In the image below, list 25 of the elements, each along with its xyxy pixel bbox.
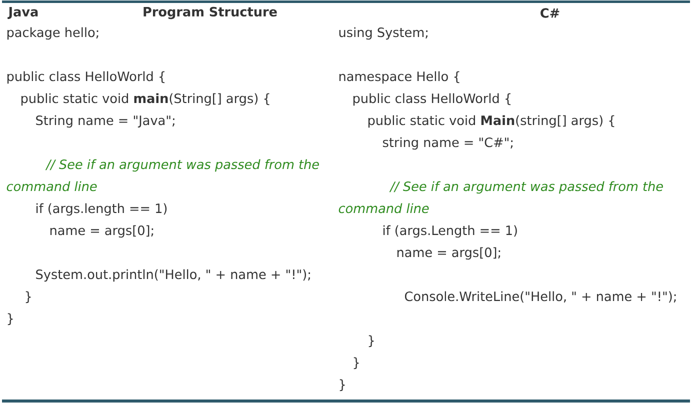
code-comment: // See if an argument was passed from the command line	[338, 181, 663, 214]
code-line: String name = "Java";	[36, 115, 174, 128]
code-line: }	[354, 357, 359, 370]
code-line: }	[368, 335, 374, 348]
code-line: }	[340, 379, 345, 392]
code-line: if (args.Length == 1)	[383, 225, 517, 238]
code-line: public static void Main(string[] args) {	[368, 115, 614, 128]
code-line: public static void main(String[] args) {	[21, 93, 270, 106]
header-cell: Program Structure	[144, 6, 277, 20]
header-cell: Java	[8, 7, 38, 19]
code-line: string name = "C#";	[382, 137, 512, 150]
code-comment: // See if an argument was passed from the command line	[6, 159, 319, 192]
code-line: namespace Hello {	[339, 71, 460, 84]
code-line: package hello;	[7, 27, 98, 40]
code-line: System.out.println("Hello, " + name + "!");	[36, 269, 310, 282]
code-line: name = args[0];	[50, 225, 154, 238]
code-line: public class HelloWorld {	[353, 93, 510, 106]
code-line: using System;	[339, 27, 428, 40]
code-line: name = args[0];	[397, 247, 500, 260]
code-line: public class HelloWorld {	[7, 71, 164, 84]
code-line: Console.WriteLine("Hello, " + name + "!");	[404, 291, 676, 303]
code-line: if (args.length == 1)	[36, 203, 167, 216]
header-cell: C#	[540, 8, 560, 18]
code-line: }	[26, 291, 31, 304]
code-line: }	[8, 313, 13, 326]
